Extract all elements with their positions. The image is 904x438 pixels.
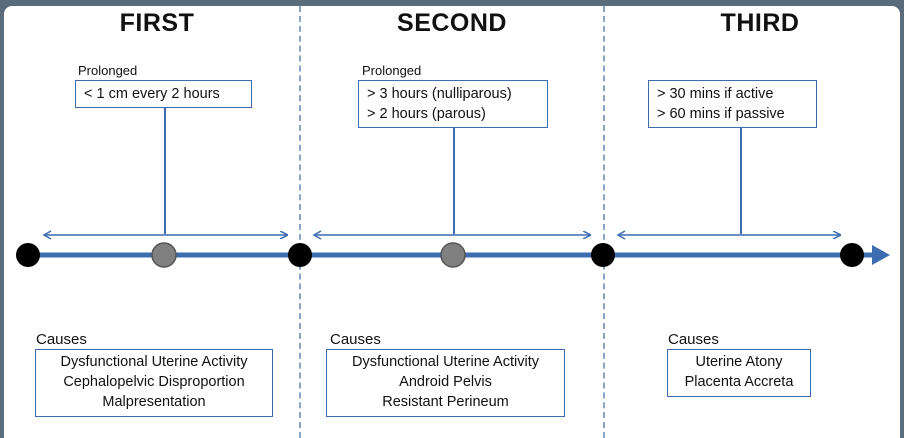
cause-item: Dysfunctional Uterine Activity <box>352 354 539 370</box>
stage-title-third: THIRD <box>720 9 800 37</box>
timeline-node-start <box>16 243 40 267</box>
cause-item: Cephalopelvic Disproportion <box>63 374 245 390</box>
cause-item: Dysfunctional Uterine Activity <box>60 354 248 370</box>
prolonged-box-first: < 1 cm every 2 hours <box>75 80 252 108</box>
causes-label-third: Causes <box>668 331 719 348</box>
timeline-node-midpoint-first <box>151 242 177 268</box>
connector-second <box>453 128 455 234</box>
prolonged-criterion: > 2 hours (parous) <box>367 106 486 122</box>
cause-item: Uterine Atony <box>695 354 783 370</box>
causes-box-second: Dysfunctional Uterine Activity Android P… <box>326 349 565 417</box>
stage-span-second <box>312 230 590 240</box>
cause-item: Android Pelvis <box>399 374 492 390</box>
prolonged-label-first: Prolonged <box>78 63 138 78</box>
prolonged-criterion: > 60 mins if passive <box>657 106 785 122</box>
prolonged-criterion: > 3 hours (nulliparous) <box>367 86 512 102</box>
stage-span-first <box>42 230 287 240</box>
causes-label-second: Causes <box>330 331 381 348</box>
connector-first <box>164 108 166 234</box>
prolonged-criterion: > 30 mins if active <box>657 86 774 102</box>
prolonged-criterion: < 1 cm every 2 hours <box>84 86 220 102</box>
timeline-arrowhead <box>872 245 890 265</box>
timeline-node-midpoint-second <box>440 242 466 268</box>
cause-item: Resistant Perineum <box>382 394 509 410</box>
causes-label-first: Causes <box>36 331 87 348</box>
prolonged-box-second: > 3 hours (nulliparous) > 2 hours (parou… <box>358 80 548 128</box>
timeline-node-stage2 <box>288 243 312 267</box>
prolonged-label-second: Prolonged <box>362 63 422 78</box>
prolonged-box-third: > 30 mins if active > 60 mins if passive <box>648 80 817 128</box>
cause-item: Malpresentation <box>102 394 206 410</box>
stage-span-third <box>616 230 840 240</box>
stage-title-first: FIRST <box>119 9 195 37</box>
timeline-node-stage3 <box>591 243 615 267</box>
cause-item: Placenta Accreta <box>684 374 794 390</box>
timeline-node-end <box>840 243 864 267</box>
stage-divider-2 <box>603 6 605 438</box>
stage-title-second: SECOND <box>397 9 507 37</box>
connector-third <box>740 128 742 234</box>
causes-box-third: Uterine Atony Placenta Accreta <box>667 349 811 397</box>
causes-box-first: Dysfunctional Uterine Activity Cephalope… <box>35 349 273 417</box>
stage-divider-1 <box>299 6 301 438</box>
